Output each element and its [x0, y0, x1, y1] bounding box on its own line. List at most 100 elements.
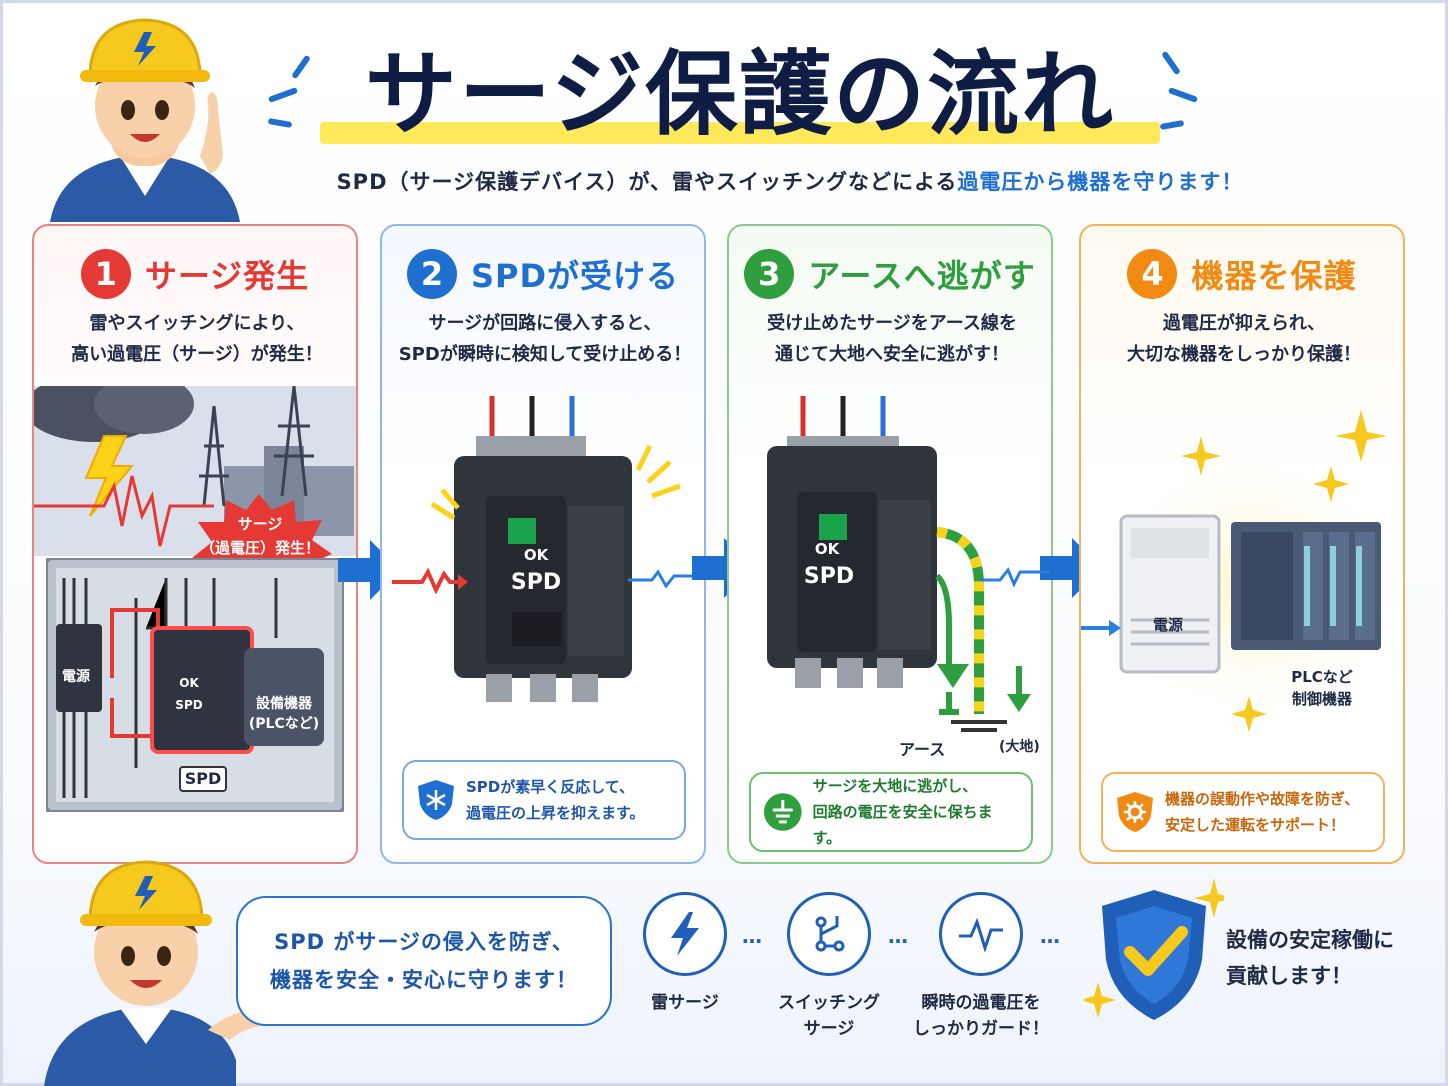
step-3-note-text: サージを大地に逃がし、 回路の電圧を安全に保ちます。	[813, 773, 1019, 851]
step-3-header: 3 アースへ逃がす	[729, 248, 1051, 300]
ground-icon	[763, 793, 802, 831]
protected-equipment	[1081, 410, 1403, 736]
shield-gear-icon	[1117, 792, 1153, 832]
title-block: サージ保護の流れ	[300, 30, 1180, 160]
spd-device-2	[430, 396, 681, 702]
panel-spd-tag: SPD	[179, 766, 227, 792]
plc-label-line2: 制御機器	[1291, 690, 1352, 708]
subtitle-text: SPD（サージ保護デバイス）が、雷やスイッチングなどによる	[336, 170, 958, 194]
step-4-number: 4	[1127, 249, 1178, 299]
step-2-description: サージが回路に侵入すると、 SPDが瞬時に検知して受け止める！	[392, 308, 698, 370]
step-2-note-text: SPDが素早く反応して、 過電圧の上昇を抑えます。	[466, 774, 645, 826]
feature-lightning-label: 雷サージ	[610, 990, 760, 1016]
shield-check-icon	[1084, 878, 1224, 1020]
panel-equipment-line1: 設備機器	[256, 696, 312, 712]
step-2-note: SPDが素早く反応して、 過電圧の上昇を抑えます。	[402, 760, 686, 840]
speech-bubble-text: SPD がサージの侵入を防ぎ、 機器を安全・安心に守ります！	[270, 923, 578, 999]
contribution-text: 設備の安定稼働に 貢献します！	[1226, 922, 1394, 994]
step-4-note: 機器の誤動作や故障を防ぎ、 安定した運転をサポート！	[1101, 772, 1385, 852]
step-2-title: SPDが受ける	[470, 257, 680, 295]
panel-spd-name: SPD	[175, 698, 203, 712]
subtitle-highlight: 過電圧から機器を守ります！	[957, 170, 1244, 194]
surge-wave-in	[392, 568, 468, 594]
worker-mascot-bottom	[44, 860, 267, 1086]
step-card-1: 1 サージ発生 雷やスイッチングにより、 高い過電圧（サージ）が発生！ サージ …	[32, 224, 358, 864]
step-3-desc-line1: 受け止めたサージをアース線を	[767, 313, 1017, 334]
switch-icon	[787, 892, 871, 976]
step-3-desc-line2: 通じて大地へ安全に逃がす！	[775, 344, 1009, 365]
feature-overvoltage-guard: 瞬時の過電圧を しっかりガード！	[906, 892, 1056, 1042]
step-4-note-text: 機器の誤動作や故障を防ぎ、 安定した運転をサポート！	[1165, 786, 1359, 838]
control-panel	[46, 558, 344, 812]
step-1-description: 雷やスイッチングにより、 高い過電圧（サージ）が発生！	[44, 308, 350, 370]
step-4-header: 4 機器を保護	[1081, 248, 1403, 300]
storm-scene	[34, 386, 356, 556]
step-card-4: 4 機器を保護 過電圧が抑えられ、 大切な機器をしっかり保護！ 電源 PLCなど	[1079, 224, 1405, 864]
step-2-desc-line2: SPDが瞬時に検知して受け止める！	[398, 344, 692, 365]
earth-ground-label: (大地)	[999, 739, 1040, 755]
title-underline	[320, 122, 1160, 144]
contribution-line2: 貢献します！	[1226, 964, 1352, 988]
step-3-title: アースへ逃がす	[808, 257, 1036, 295]
burst-text: サージ （過電圧）発生！	[192, 512, 328, 560]
page-title: サージ保護の流れ	[364, 41, 1116, 148]
step-4-desc-line2: 大切な機器をしっかり保護！	[1127, 344, 1361, 365]
equipment-power-label: 電源	[1153, 616, 1184, 634]
step-4-description: 過電圧が抑えられ、 大切な機器をしっかり保護！	[1091, 308, 1397, 370]
feature-overvoltage-line2: しっかりガード！	[913, 1019, 1049, 1039]
feature-switching-line1: スイッチング	[778, 993, 880, 1013]
feature-switching-label: スイッチング サージ	[754, 990, 904, 1042]
step-2-number: 2	[406, 249, 457, 299]
step-2-note-line2: 過電圧の上昇を抑えます。	[466, 804, 645, 822]
lightning-icon	[643, 892, 727, 976]
step-2-note-line1: SPDが素早く反応して、	[466, 778, 635, 796]
spd-2-name: SPD	[510, 570, 562, 595]
worker-mascot-top	[50, 18, 240, 222]
pulse-icon	[939, 892, 1023, 976]
panel-power-label: 電源	[62, 669, 90, 685]
shield-snowflake-icon	[418, 780, 454, 820]
feature-overvoltage-label: 瞬時の過電圧を しっかりガード！	[906, 990, 1056, 1042]
step-4-note-line1: 機器の誤動作や故障を防ぎ、	[1165, 790, 1360, 808]
feature-lightning-line1: 雷サージ	[651, 993, 719, 1013]
panel-equipment-label: 設備機器 (PLCなど)	[244, 694, 324, 734]
step-4-title: 機器を保護	[1191, 257, 1357, 295]
plc-label-line1: PLCなど	[1291, 668, 1353, 686]
feature-switching-line2: サージ	[803, 1019, 855, 1039]
step-3-note: サージを大地に逃がし、 回路の電圧を安全に保ちます。	[749, 772, 1033, 852]
step-1-desc-line2: 高い過電圧（サージ）が発生！	[71, 344, 323, 365]
step-3-note-line2: 回路の電圧を安全に保ちます。	[812, 803, 993, 847]
earth-label: アース	[899, 740, 946, 759]
feature-dots-2: …	[888, 924, 911, 948]
spd-device-3	[767, 396, 1031, 736]
feature-lightning-surge: 雷サージ	[610, 892, 760, 1016]
step-2-header: 2 SPDが受ける	[382, 248, 704, 300]
subtitle: SPD（サージ保護デバイス）が、雷やスイッチングなどによる過電圧から機器を守りま…	[180, 166, 1400, 196]
step-card-2: 2 SPDが受ける サージが回路に侵入すると、 SPDが瞬時に検知して受け止める…	[380, 224, 706, 864]
step-3-note-line1: サージを大地に逃がし、	[812, 777, 978, 795]
step-1-number: 1	[80, 249, 131, 299]
feature-overvoltage-line1: 瞬時の過電圧を	[921, 993, 1041, 1013]
burst-text-line2: （過電圧）発生！	[199, 539, 320, 557]
spd-2-ok: OK	[523, 546, 549, 564]
feature-switching-surge: スイッチング サージ	[754, 892, 904, 1042]
step-1-desc-line1: 雷やスイッチングにより、	[89, 313, 305, 334]
speech-bubble: SPD がサージの侵入を防ぎ、 機器を安全・安心に守ります！	[236, 896, 612, 1026]
contribution-line1: 設備の安定稼働に	[1226, 928, 1394, 952]
step-4-desc-line1: 過電圧が抑えられ、	[1162, 313, 1326, 334]
step-card-3: 3 アースへ逃がす 受け止めたサージをアース線を 通じて大地へ安全に逃がす！ O…	[727, 224, 1053, 864]
feature-dots-3: …	[1040, 924, 1063, 948]
step-3-number: 3	[744, 249, 795, 299]
panel-spd-ok: OK	[179, 676, 199, 690]
spd-3-name: SPD	[803, 564, 855, 589]
spd-3-ok: OK	[814, 540, 840, 558]
step-1-title: サージ発生	[144, 257, 310, 295]
step-1-header: 1 サージ発生	[34, 248, 356, 300]
burst-text-line1: サージ	[237, 515, 283, 533]
step-4-note-line2: 安定した運転をサポート！	[1165, 816, 1346, 834]
arrow-3-wave	[980, 567, 1050, 588]
surge-wave-out	[628, 569, 704, 589]
speech-bubble-line2: 機器を安全・安心に守ります！	[270, 968, 578, 992]
step-2-desc-line1: サージが回路に侵入すると、	[428, 313, 662, 334]
plc-label: PLCなど 制御機器	[1277, 666, 1367, 710]
